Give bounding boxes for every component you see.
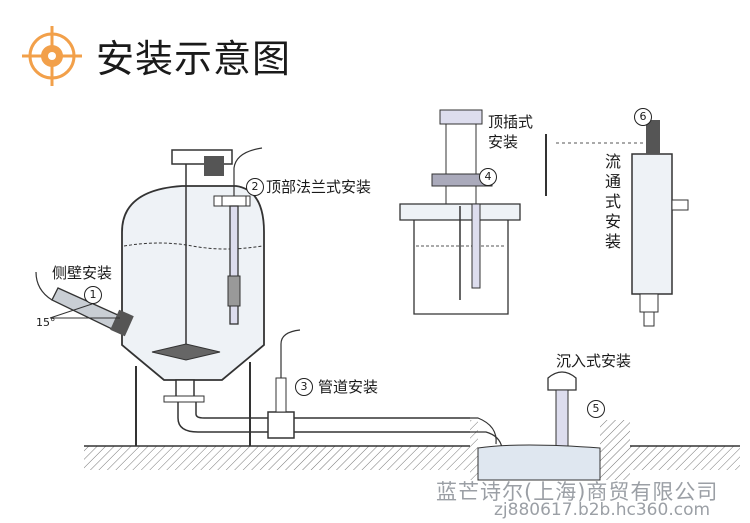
marker-5: 5 bbox=[587, 400, 605, 418]
label-submersion: 沉入式安装 bbox=[556, 352, 632, 370]
submersion-probe bbox=[477, 371, 601, 481]
ground bbox=[84, 420, 740, 480]
marker-2: 2 bbox=[246, 178, 264, 196]
watermark-company: 蓝芒诗尔(上海)商贸有限公司 bbox=[436, 480, 719, 504]
pipeline bbox=[177, 329, 503, 449]
label-top-insert: 顶插式 安装 bbox=[488, 113, 534, 151]
target-icon bbox=[22, 26, 82, 86]
marker-6: 6 bbox=[634, 108, 652, 126]
label-top-flange: 顶部法兰式安装 bbox=[266, 178, 372, 196]
reactor-tank bbox=[121, 149, 265, 446]
label-pipeline: 管道安装 bbox=[318, 378, 379, 396]
marker-4: 4 bbox=[479, 168, 497, 186]
label-angle: 15° bbox=[36, 316, 56, 329]
watermark-url: zj880617.b2b.hc360.com bbox=[494, 500, 711, 520]
marker-3: 3 bbox=[295, 378, 313, 396]
top-flange-probe bbox=[221, 147, 263, 325]
side-wall-probe bbox=[35, 271, 134, 337]
label-side-wall: 侧壁安装 bbox=[52, 264, 113, 282]
top-insert-assembly bbox=[399, 109, 644, 315]
marker-1: 1 bbox=[84, 286, 102, 304]
label-flow-through: 流通式安装 bbox=[604, 152, 621, 251]
flow-through-cell bbox=[631, 120, 689, 327]
page-title: 安装示意图 bbox=[96, 37, 292, 81]
